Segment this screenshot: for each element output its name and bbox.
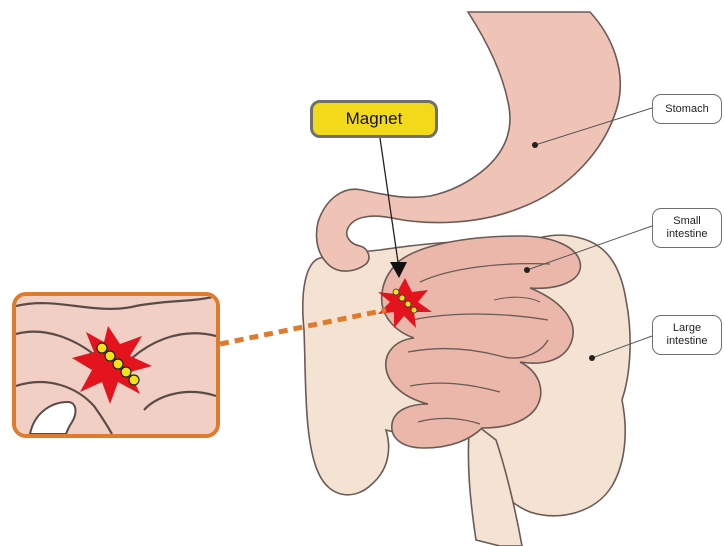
large-intestine-dot — [589, 355, 595, 361]
magnet-label: Magnet — [310, 100, 438, 138]
zoom-inset — [12, 292, 220, 438]
stomach — [317, 12, 621, 271]
zoom-inset-art — [16, 296, 216, 434]
stomach-dot — [532, 142, 538, 148]
large-intestine-label: Large intestine — [652, 315, 722, 355]
small-intestine-label: Small intestine — [652, 208, 722, 248]
small-intestine-dot — [524, 267, 530, 273]
stomach-label: Stomach — [652, 94, 722, 124]
